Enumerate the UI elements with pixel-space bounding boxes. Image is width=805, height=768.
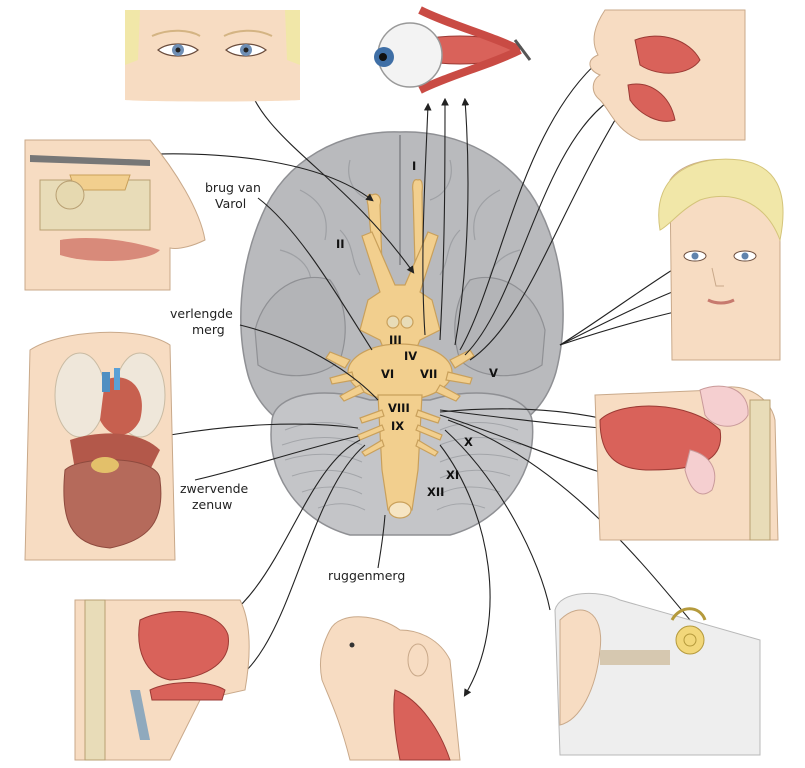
brainstem [325,179,475,519]
eyeball-muscles-icon [374,6,532,94]
nerve-IX: IX [391,419,404,433]
nerve-XII: XII [427,485,444,499]
nerve-VII: VII [420,367,437,381]
face-muscles-icon [589,9,746,141]
nerve-V: V [489,366,498,380]
mouth-section-icon [74,599,250,761]
thorax-organs-icon [24,331,176,561]
nerve-VIII: VIII [388,401,410,415]
nerve-I: I [412,159,416,173]
cranial-nerve-numbers: I II III IV V VI VII VIII IX X XI XII [336,159,498,499]
nerve-IV: IV [404,349,417,363]
tongue-section-icon [594,385,779,541]
nerve-VI: VI [381,367,394,381]
nerve-X: X [464,435,473,449]
nose-section-icon [24,139,206,291]
nerve-III: III [389,333,402,347]
ear-section-icon [554,592,761,756]
neck-muscles-icon [319,616,461,761]
nerve-XI: XI [446,468,459,482]
spinal-cord-section [388,501,412,519]
eye-icon [125,10,300,102]
label-spinal-cord: ruggenmerg [328,568,405,583]
medulla [377,394,423,511]
child-face-icon [658,158,784,361]
nerve-II: II [336,237,345,251]
